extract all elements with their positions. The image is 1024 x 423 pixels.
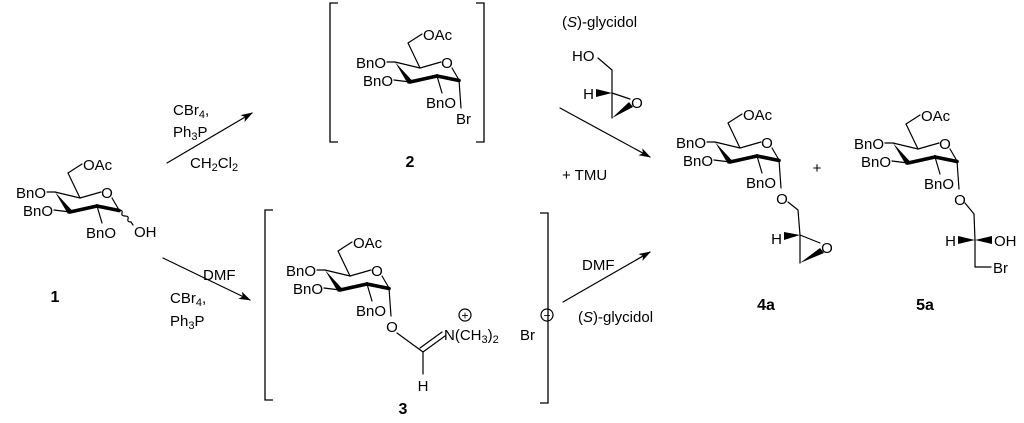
svg-text:−: − xyxy=(543,309,550,323)
solvent-ch2cl2: CH2Cl2 xyxy=(190,155,238,174)
bno-c2: BnO xyxy=(426,95,456,112)
bno-c2: BnO xyxy=(86,225,116,242)
reaction-arrow-bottom-right: DMF (S)-glycidol xyxy=(562,251,653,326)
bno-c2: BnO xyxy=(746,175,776,192)
ring-oxygen: O xyxy=(441,55,453,72)
compound-label-1: 1 xyxy=(51,289,60,306)
ring-oxygen: O xyxy=(939,136,951,153)
ring-oxygen: O xyxy=(761,135,773,152)
compound-4a: O H O 4a xyxy=(757,159,833,314)
bno-c4: BnO xyxy=(854,136,884,153)
bno-c4: BnO xyxy=(286,263,316,280)
bracket-right xyxy=(540,212,549,404)
positive-charge-icon xyxy=(458,308,472,322)
compound-label-4a: 4a xyxy=(757,297,775,314)
stereo-h: H xyxy=(945,233,956,250)
reaction-arrow-top-right: (S)-glycidol HO H O + TMU xyxy=(559,14,651,184)
solvent-dmf: DMF xyxy=(582,257,615,274)
reagent-ph3p: Ph3P xyxy=(170,313,205,332)
reaction-arrow-top-left: CBr4, Ph3P CH2Cl2 xyxy=(166,102,253,174)
reagent-ph3p: Ph3P xyxy=(173,124,208,143)
svg-text:+: + xyxy=(461,309,468,323)
oac-c6: OAc xyxy=(83,157,113,174)
ring-oxygen: O xyxy=(101,185,113,202)
anomeric-o: O xyxy=(954,192,966,209)
oac-c6: OAc xyxy=(423,27,453,44)
oac-c6: OAc xyxy=(921,108,951,125)
negative-charge-icon xyxy=(540,308,554,322)
oac-c6: OAc xyxy=(353,235,383,252)
iminium-group: N(CH3)2 xyxy=(444,327,499,346)
bno-c2: BnO xyxy=(924,176,954,193)
anomeric-oh: OH xyxy=(134,224,157,241)
reagent-cbr4: CBr4, xyxy=(170,290,206,309)
svg-text:H: H xyxy=(583,86,594,103)
anomeric-o: O xyxy=(776,191,788,208)
compound-3: O H N(CH3)2 + Br − 3 xyxy=(264,209,554,418)
reagent-s-glycidol: (S)-glycidol xyxy=(578,309,653,326)
compound-2: Br 2 xyxy=(329,2,485,171)
solvent-dmf: DMF xyxy=(203,267,236,284)
anomeric-br: Br xyxy=(456,111,471,128)
bno-c3: BnO xyxy=(23,203,53,220)
compound-label-3: 3 xyxy=(399,401,408,418)
svg-text:O: O xyxy=(631,95,643,112)
bracket-left xyxy=(264,209,273,401)
wavy-bond xyxy=(118,209,134,226)
reaction-arrow-bottom-left: DMF CBr4, Ph3P xyxy=(162,257,251,332)
stereo-h: H xyxy=(771,231,782,248)
compound-1: OH 1 xyxy=(51,209,157,306)
epoxide-o: O xyxy=(821,240,833,257)
bracket-left xyxy=(329,2,338,143)
compound-label-5a: 5a xyxy=(916,297,934,314)
reagent-s-glycidol: (S)-glycidol xyxy=(562,14,637,31)
bromo: Br xyxy=(993,260,1008,277)
bno-c3: BnO xyxy=(293,281,323,298)
additive-tmu: + TMU xyxy=(562,167,607,184)
hydroxyl: OH xyxy=(994,233,1017,250)
svg-text:HO: HO xyxy=(572,48,595,65)
formyl-h: H xyxy=(418,378,429,395)
reagent-cbr4: CBr4, xyxy=(173,102,209,121)
bno-c4: BnO xyxy=(676,135,706,152)
bno-c3: BnO xyxy=(363,73,393,90)
compound-5a: O H OH Br 5a xyxy=(916,160,1017,314)
bno-c2: BnO xyxy=(356,303,386,320)
bno-c3: BnO xyxy=(683,153,713,170)
bracket-right xyxy=(476,2,485,143)
plus-sign: + xyxy=(813,160,822,177)
bno-c3: BnO xyxy=(861,154,891,171)
anomeric-o: O xyxy=(386,319,398,336)
glycidol-structure: HO H O xyxy=(572,48,643,119)
ring-oxygen: O xyxy=(371,263,383,280)
bno-c4: BnO xyxy=(356,55,386,72)
bno-c4: BnO xyxy=(16,185,46,202)
oac-c6: OAc xyxy=(743,107,773,124)
compound-label-2: 2 xyxy=(406,154,415,171)
bromide-counterion: Br xyxy=(520,327,535,344)
